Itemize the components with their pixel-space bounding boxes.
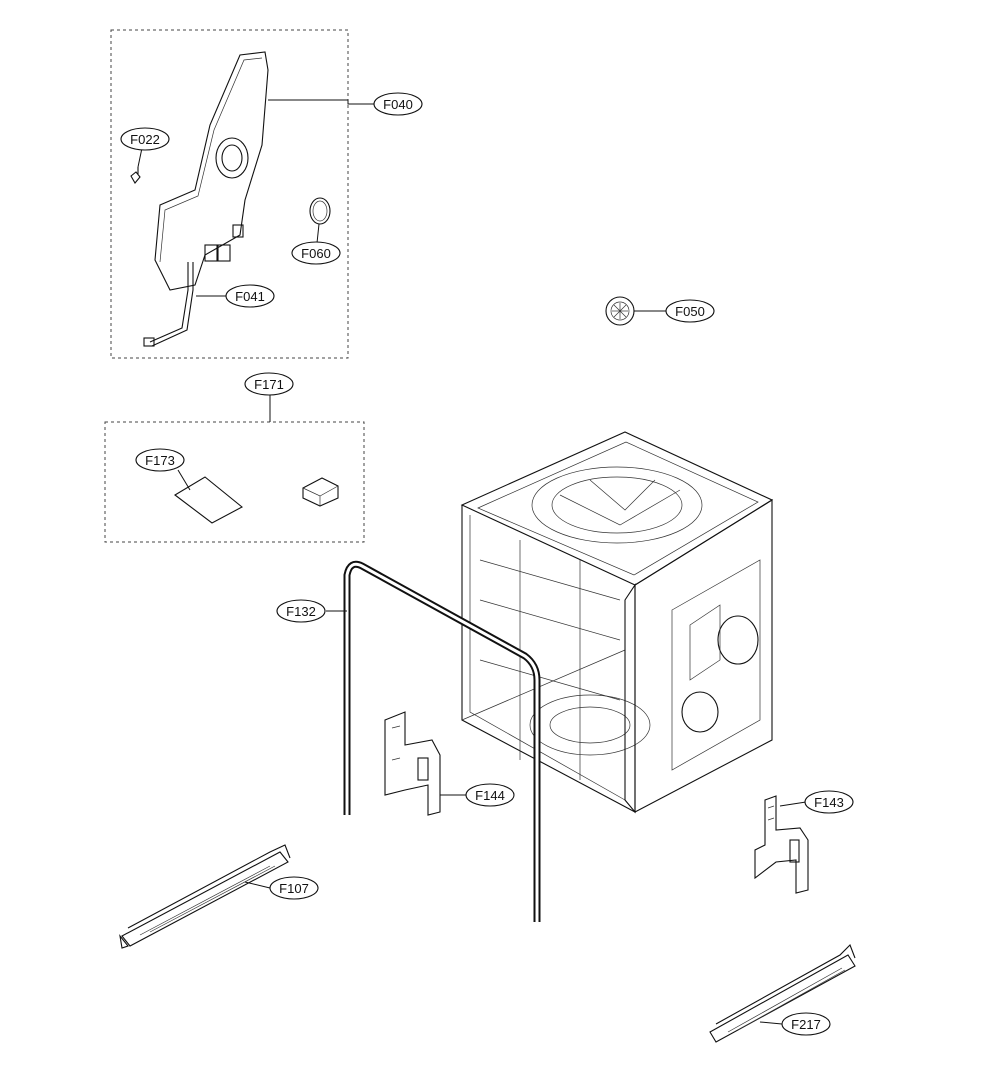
label-f171: F171: [254, 377, 284, 392]
label-f040: F040: [383, 97, 413, 112]
part-f050-filter: [605, 296, 635, 326]
label-f144: F144: [475, 788, 505, 803]
callout-f041: [225, 284, 275, 308]
label-f107: F107: [279, 881, 309, 896]
part-f217-rail: [709, 944, 856, 1043]
callout-f040: [373, 92, 423, 116]
part-tub: [460, 431, 774, 814]
callout-f217: [781, 1012, 831, 1036]
callout-f132: [276, 599, 326, 623]
label-f022: F022: [130, 132, 160, 147]
callout-f144: [465, 783, 515, 807]
label-f132: F132: [286, 604, 316, 619]
part-f107-rail: [119, 844, 291, 949]
part-f173-sheet: [174, 476, 243, 524]
callout-f173: [135, 448, 185, 472]
callout-f143: [804, 790, 854, 814]
group-box-f171: [104, 421, 365, 543]
label-f041: F041: [235, 289, 265, 304]
label-f060: F060: [301, 246, 331, 261]
callout-f107: [269, 876, 319, 900]
callout-f050: [665, 299, 715, 323]
part-f132-gasket: [343, 560, 541, 922]
group-box-f040: [110, 29, 349, 359]
part-f144-bracket: [384, 711, 441, 816]
part-clip: [302, 477, 339, 507]
callout-f022: [120, 127, 170, 151]
label-f050: F050: [675, 304, 705, 319]
part-f041-tube: [143, 262, 194, 347]
part-f022-screw: [130, 167, 141, 184]
part-f040-cover-plate: [154, 51, 269, 291]
callout-f060: [291, 241, 341, 265]
part-f143-bracket: [754, 795, 809, 894]
callout-f171: [244, 372, 294, 396]
label-f217: F217: [791, 1017, 821, 1032]
label-f143: F143: [814, 795, 844, 810]
label-f173: F173: [145, 453, 175, 468]
part-f060-oring: [309, 197, 331, 225]
